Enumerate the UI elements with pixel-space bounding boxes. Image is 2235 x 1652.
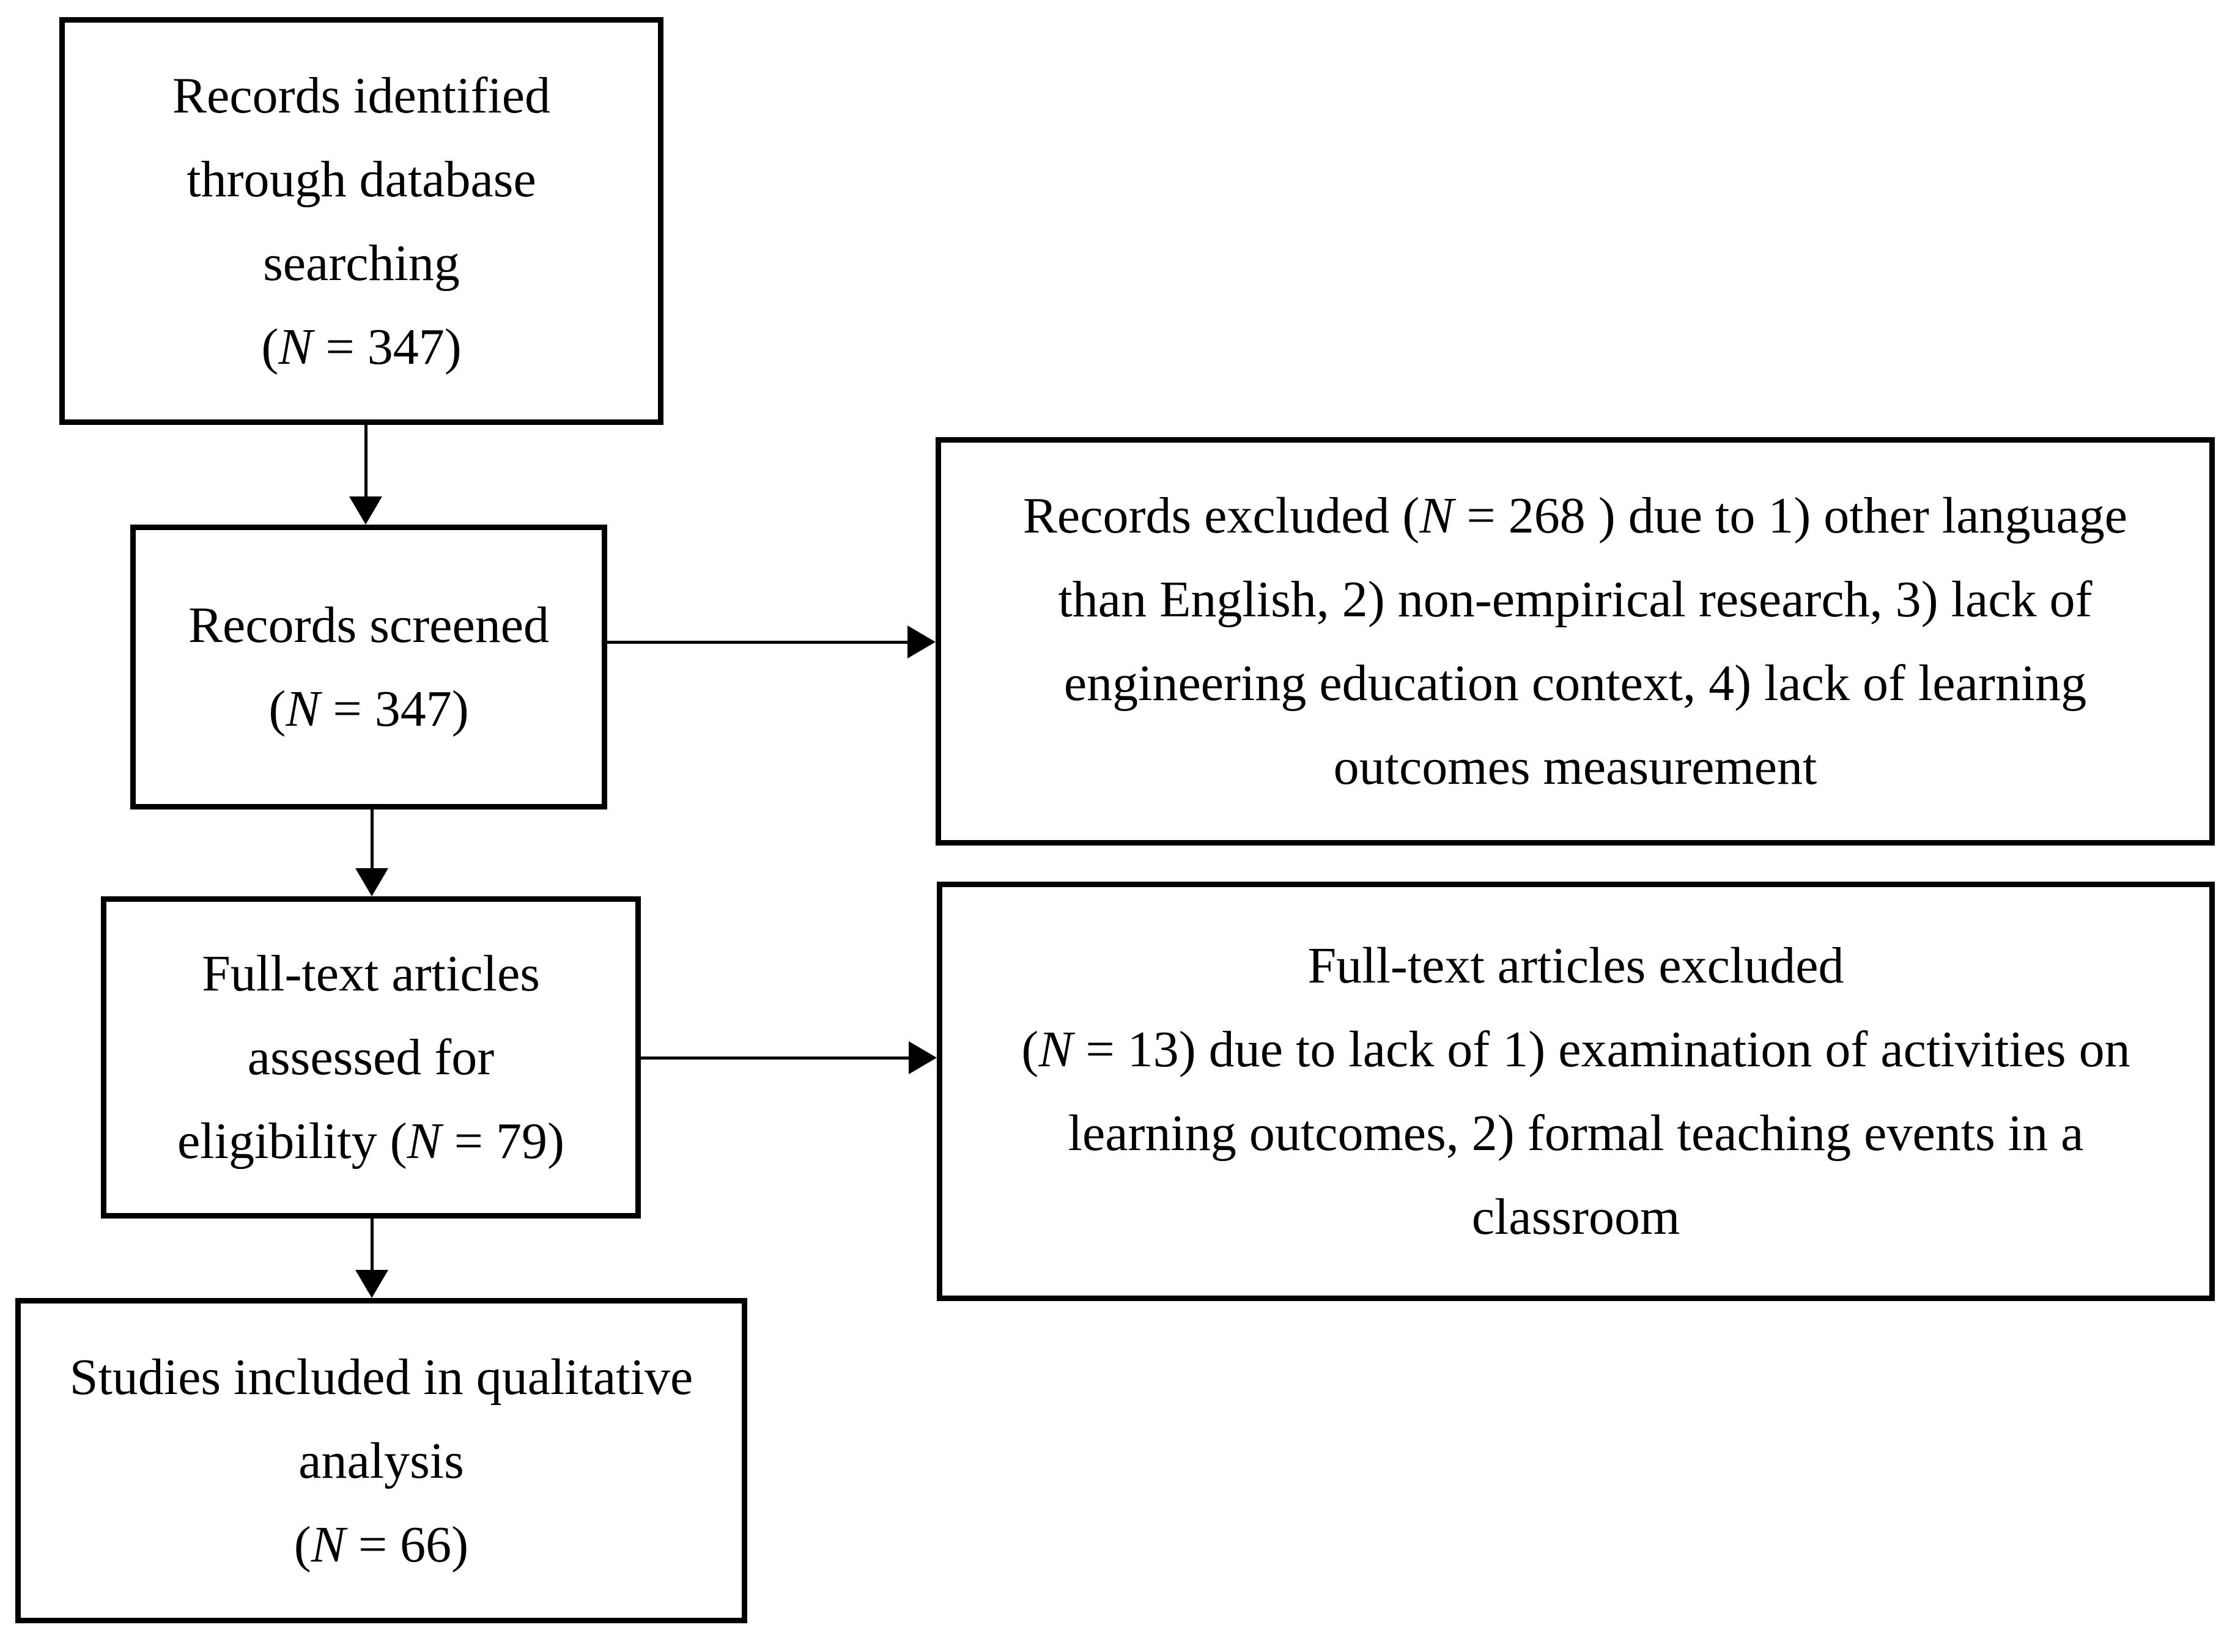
text-line: Studies included in qualitative bbox=[69, 1348, 693, 1406]
text-line: eligibility (N = 79) bbox=[177, 1113, 564, 1170]
text-line: Records identified bbox=[172, 67, 551, 124]
arrow-screened-to-records-excluded bbox=[607, 625, 936, 658]
text-line: analysis bbox=[298, 1432, 464, 1489]
text-line: classroom bbox=[1471, 1189, 1680, 1245]
text-line: Records excluded (N = 268 ) due to 1) ot… bbox=[1022, 487, 2128, 544]
box-records-screened-text: Records screened (N = 347) bbox=[188, 583, 549, 751]
box-records-identified: Records identified through database sear… bbox=[59, 17, 663, 425]
box-records-identified-text: Records identified through database sear… bbox=[172, 54, 550, 389]
arrow-shaft bbox=[371, 809, 374, 870]
box-studies-included: Studies included in qualitative analysis… bbox=[15, 1298, 747, 1623]
text-line: Records screened bbox=[188, 597, 550, 654]
arrow-shaft bbox=[607, 641, 910, 644]
text-line: engineering education context, 4) lack o… bbox=[1063, 655, 2087, 712]
arrowhead-down bbox=[355, 1270, 388, 1298]
box-fulltext-excluded-text: Full-text articles excluded (N = 13) due… bbox=[1021, 924, 2130, 1259]
arrow-fulltext-to-included bbox=[355, 1219, 388, 1298]
arrow-identified-to-screened bbox=[349, 425, 382, 525]
box-records-excluded-text: Records excluded (N = 268 ) due to 1) ot… bbox=[1023, 474, 2127, 809]
box-fulltext-excluded: Full-text articles excluded (N = 13) due… bbox=[937, 882, 2215, 1301]
arrow-screened-to-fulltext-assessed bbox=[355, 809, 388, 896]
text-line: through database bbox=[187, 150, 536, 208]
text-line: learning outcomes, 2) formal teaching ev… bbox=[1068, 1105, 2084, 1162]
arrowhead-right bbox=[909, 1041, 937, 1074]
box-fulltext-assessed: Full-text articles assessed for eligibil… bbox=[101, 896, 641, 1219]
text-line: Full-text articles bbox=[202, 945, 540, 1002]
text-line: outcomes measurement bbox=[1333, 739, 1817, 795]
text-line: assessed for bbox=[247, 1029, 495, 1086]
arrowhead-right bbox=[907, 625, 936, 658]
arrow-shaft bbox=[364, 425, 368, 498]
text-line: than English, 2) non-empirical research,… bbox=[1058, 571, 2093, 628]
text-line: (N = 347) bbox=[268, 680, 469, 737]
arrowhead-down bbox=[355, 868, 388, 896]
arrow-fulltext-to-fulltext-excluded bbox=[641, 1041, 937, 1074]
text-line: (N = 347) bbox=[261, 318, 462, 375]
arrow-shaft bbox=[371, 1219, 374, 1272]
box-studies-included-text: Studies included in qualitative analysis… bbox=[70, 1335, 693, 1587]
text-line: (N = 66) bbox=[294, 1516, 469, 1573]
arrow-shaft bbox=[641, 1056, 911, 1060]
text-line: (N = 13) due to lack of 1) examination o… bbox=[1021, 1021, 2130, 1078]
box-records-screened: Records screened (N = 347) bbox=[130, 525, 607, 809]
box-fulltext-assessed-text: Full-text articles assessed for eligibil… bbox=[177, 932, 564, 1183]
box-records-excluded: Records excluded (N = 268 ) due to 1) ot… bbox=[936, 437, 2215, 846]
text-line: Full-text articles excluded bbox=[1307, 937, 1844, 994]
arrowhead-down bbox=[349, 496, 382, 525]
text-line: searching bbox=[263, 234, 460, 292]
